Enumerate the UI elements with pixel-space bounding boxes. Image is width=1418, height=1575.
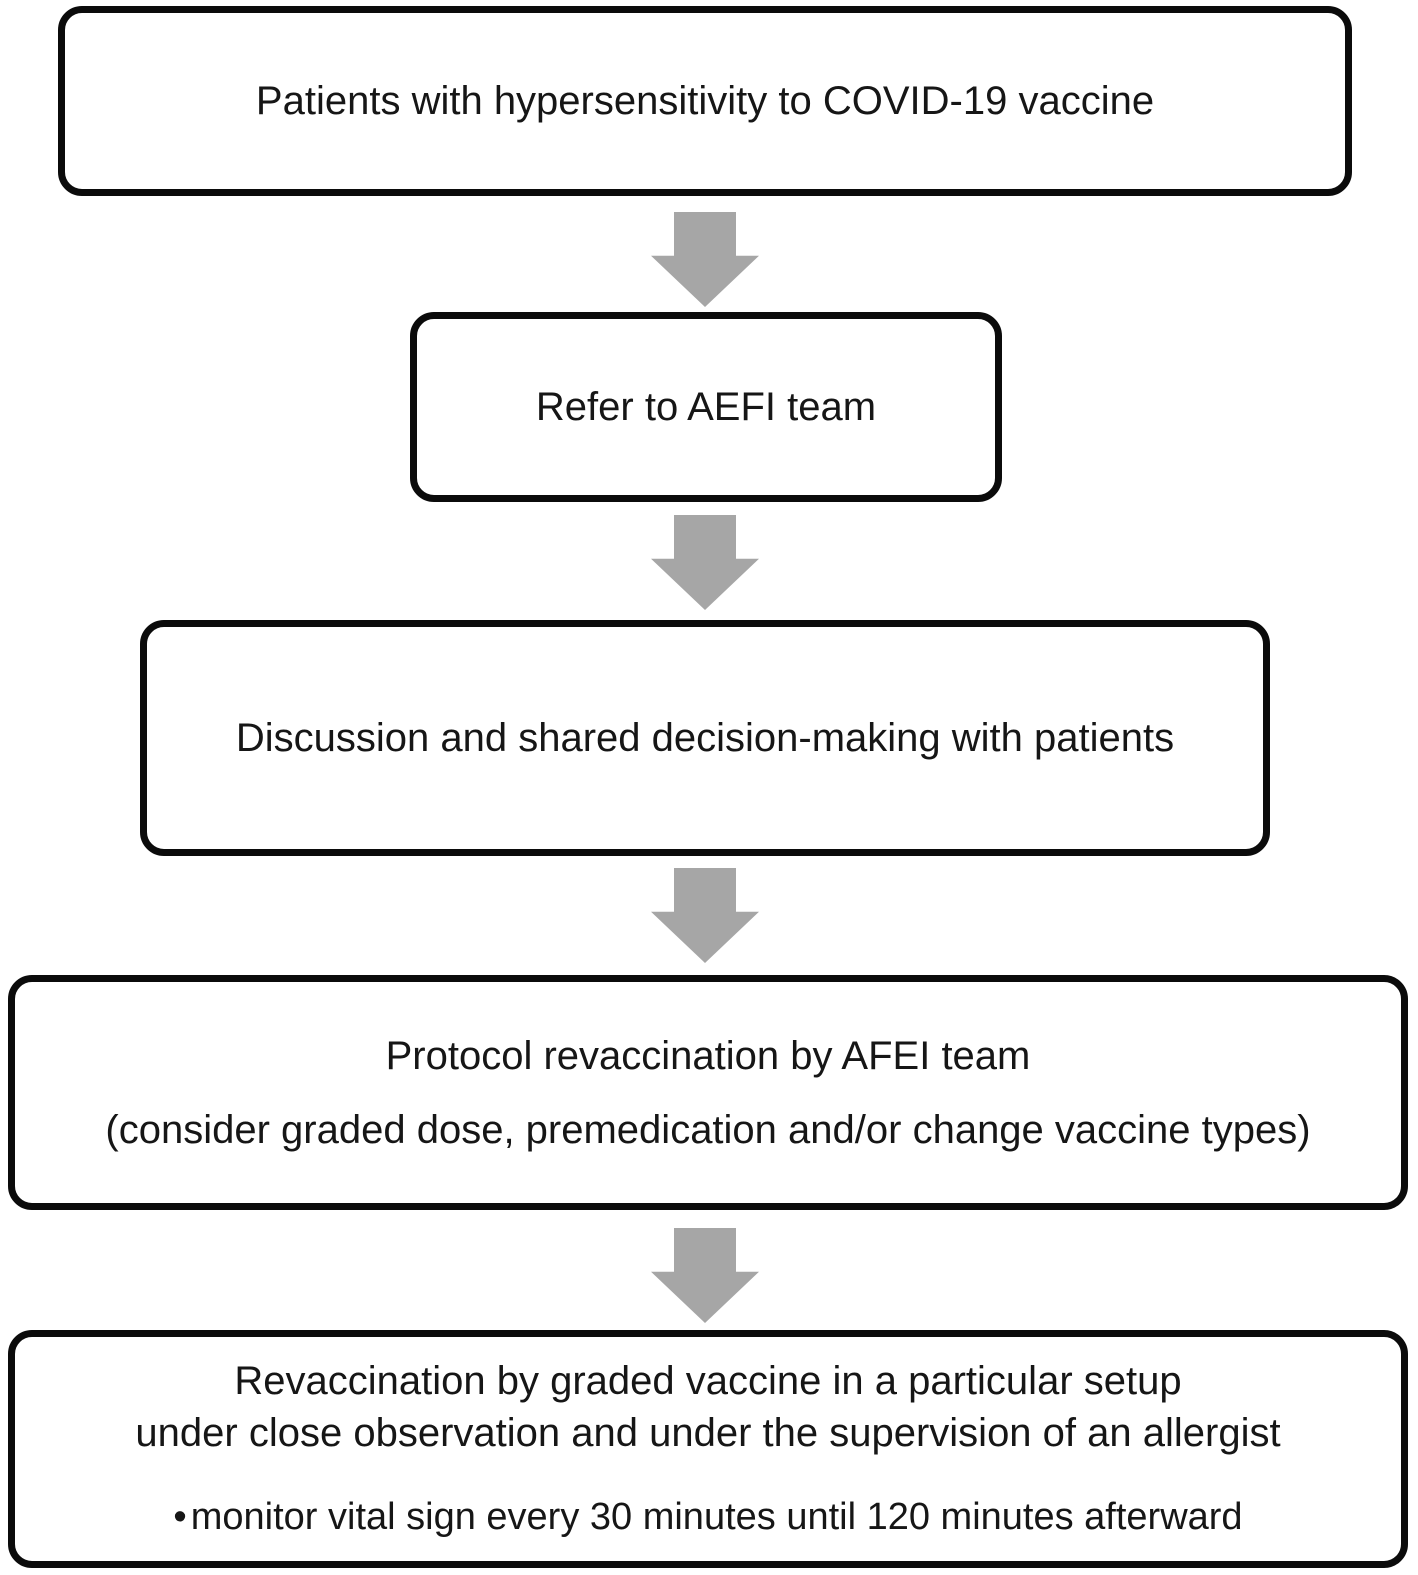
down-arrow-icon [651,1228,759,1323]
flow-node-refer-aefi-label: Refer to AEFI team [535,385,877,429]
flow-node-patients: Patients with hypersensitivity to COVID-… [58,6,1352,196]
flow-node-revaccination-line1: Revaccination by graded vaccine in a par… [234,1359,1182,1404]
flow-node-revaccination-monitor-note: •monitor vital sign every 30 minutes unt… [155,1493,1260,1542]
down-arrow-icon [651,212,759,307]
bullet-icon: • [173,1496,187,1539]
flow-node-protocol-line2: (consider graded dose, premedication and… [105,1107,1311,1152]
flow-node-protocol-revaccination: Protocol revaccination by AFEI team (con… [8,975,1408,1210]
flow-node-revaccination-monitor-text: monitor vital sign every 30 minutes unti… [190,1496,1243,1539]
flow-node-protocol-line1: Protocol revaccination by AFEI team [385,1033,1031,1078]
flow-node-patients-label: Patients with hypersensitivity to COVID-… [255,79,1155,123]
flow-node-revaccination-line2: under close observation and under the su… [135,1411,1281,1456]
flow-node-revaccination-setup: Revaccination by graded vaccine in a par… [8,1330,1408,1568]
flow-node-discussion-label: Discussion and shared decision-making wi… [235,716,1175,760]
down-arrow-icon [651,515,759,610]
flow-node-refer-aefi: Refer to AEFI team [410,312,1002,502]
flow-node-revaccination-main: Revaccination by graded vaccine in a par… [117,1355,1298,1459]
flow-node-discussion: Discussion and shared decision-making wi… [140,620,1270,856]
down-arrow-icon [651,868,759,963]
